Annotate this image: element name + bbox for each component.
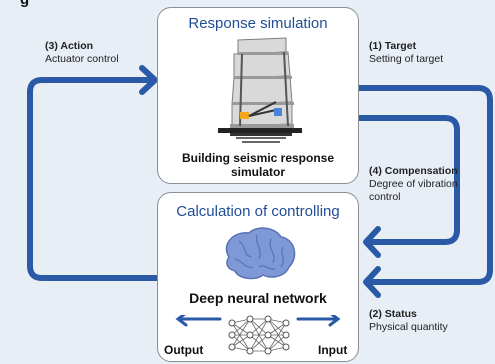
simulation-panel-title: Response simulation xyxy=(188,15,328,32)
action-arrowhead-icon xyxy=(139,65,158,95)
status-label-head: (2) Status xyxy=(369,308,417,320)
neural-network-icon xyxy=(175,315,341,355)
compensation-label-sub2: control xyxy=(369,191,401,203)
status-label: (2) Status Physical quantity xyxy=(369,308,448,334)
compensation-label-head: (4) Compensation xyxy=(369,165,458,177)
target-label: (1) Target Setting of target xyxy=(369,40,443,66)
compensation-flow-line xyxy=(356,115,460,245)
action-label-head: (3) Action xyxy=(45,40,94,52)
page-title-fragment: g xyxy=(20,0,29,8)
control-caption: Deep neural network xyxy=(189,290,327,306)
target-label-sub: Setting of target xyxy=(369,53,444,65)
status-label-sub: Physical quantity xyxy=(369,321,448,333)
control-panel: Calculation of controlling Deep neural n… xyxy=(157,192,359,362)
action-label-sub: Actuator control xyxy=(45,53,119,65)
simulation-panel: Response simulation xyxy=(157,7,359,184)
simulation-caption-line1: Building seismic response xyxy=(181,151,335,165)
building-model-icon xyxy=(218,37,302,143)
compensation-label: (4) Compensation Degree of vibration con… xyxy=(369,165,458,204)
control-panel-title: Calculation of controlling xyxy=(176,203,340,220)
brain-icon xyxy=(225,227,296,280)
action-flow-line xyxy=(27,77,160,281)
target-flow-line xyxy=(356,85,493,285)
target-label-head: (1) Target xyxy=(369,40,417,52)
input-label: Input xyxy=(318,343,348,357)
simulation-caption-line2: simulator xyxy=(230,165,285,179)
action-label: (3) Action Actuator control xyxy=(45,40,119,66)
compensation-arrowhead-icon xyxy=(363,226,381,258)
output-label: Output xyxy=(164,343,204,357)
target-arrowhead-icon xyxy=(363,266,381,298)
simulation-caption: Building seismic response simulator xyxy=(158,151,358,179)
compensation-label-sub1: Degree of vibration xyxy=(369,178,458,190)
